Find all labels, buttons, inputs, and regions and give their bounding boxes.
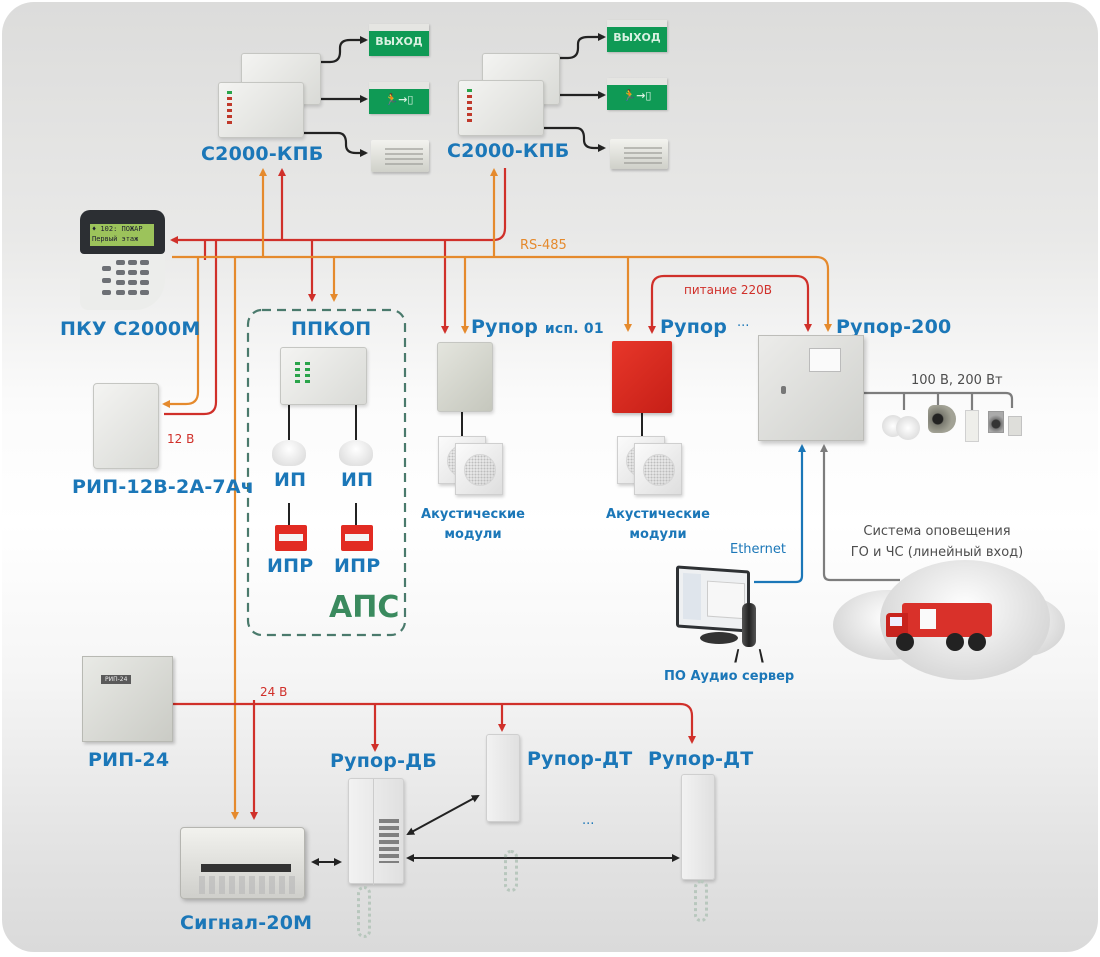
horn-speaker	[928, 405, 956, 433]
rupor-dt-2-cord	[694, 880, 708, 922]
power-220v-wire	[650, 274, 812, 332]
rupor-red-unit[interactable]	[612, 341, 672, 413]
ethernet-wire	[754, 444, 806, 584]
ppkop-label: ППКОП	[291, 318, 372, 340]
rupor-dt-1-handset[interactable]	[486, 734, 520, 822]
power-24v-label: 24 В	[260, 685, 288, 699]
audio-server-label: ПО Аудио сервер	[664, 669, 795, 684]
rupor-200-label: Рупор-200	[836, 316, 952, 338]
siren-2	[610, 139, 668, 169]
relay-wires	[303, 33, 606, 157]
rupor-ellipsis: ...	[737, 315, 750, 330]
smoke-detector-1	[272, 440, 306, 466]
siren-1	[371, 140, 429, 172]
smoke-detector-2	[339, 440, 373, 466]
acoustic-1-label: Акустические модули	[421, 507, 525, 542]
device-links	[288, 405, 643, 525]
audio-server-monitor[interactable]	[676, 565, 750, 633]
acoustic-module-1b	[455, 443, 503, 495]
kpb-2-module[interactable]	[458, 80, 544, 136]
running-man-icon: 🏃→▯	[384, 93, 414, 106]
rupor-label: Рупор	[660, 316, 728, 338]
aps-frame	[246, 308, 407, 637]
rupor-db-label: Рупор-ДБ	[330, 750, 437, 772]
microphone-icon	[742, 603, 756, 647]
signal20m-label: Сигнал-20М	[180, 912, 313, 934]
ipr-1-label: ИПР	[267, 555, 314, 577]
dt-ellipsis: ...	[582, 813, 595, 828]
rupor-01-unit[interactable]	[437, 342, 493, 412]
intercom-links	[311, 795, 680, 866]
running-man-icon: 🏃→▯	[622, 89, 652, 102]
running-man-sign-1: 🏃→▯	[369, 82, 429, 114]
rip24-psu[interactable]: РИП-24	[82, 656, 173, 742]
kpb-1-module[interactable]	[218, 82, 304, 138]
exit-sign-2: ВЫХОД	[607, 20, 667, 52]
ethernet-label: Ethernet	[730, 542, 786, 557]
rs485-label: RS-485	[520, 238, 567, 253]
rupor-dt-1-label: Рупор-ДТ	[527, 748, 633, 770]
acoustic-2-label: Акустические модули	[606, 507, 710, 542]
ppkop-panel[interactable]	[280, 347, 367, 405]
rupor-01-label: Рупор исп. 01	[471, 316, 604, 338]
rip24-panel-text: РИП-24	[101, 675, 132, 684]
power-24v-bus	[172, 702, 696, 752]
fire-truck-image	[882, 595, 1000, 655]
rupor-db-cord	[357, 886, 371, 938]
rupor-dt-1-cord	[504, 850, 518, 892]
rupor-db-station[interactable]	[348, 778, 404, 885]
go-chs-label: Система оповещения ГО и ЧС (линейный вхо…	[850, 524, 1024, 560]
kpb-2-label: С2000-КПБ	[447, 140, 570, 162]
ipr-2-label: ИПР	[334, 555, 381, 577]
signal20m-panel[interactable]	[180, 827, 305, 899]
manual-call-point-2	[341, 525, 373, 551]
column-speaker	[965, 410, 979, 442]
microphone-tripod	[734, 649, 764, 663]
acoustic-module-2b	[634, 443, 682, 495]
rip12-psu[interactable]	[93, 383, 159, 469]
speaker-line-label: 100 В, 200 Вт	[911, 373, 1003, 388]
running-man-sign-2: 🏃→▯	[607, 78, 667, 110]
ip-1-label: ИП	[274, 469, 307, 491]
ceiling-speakers	[882, 413, 920, 440]
rupor-200-cabinet[interactable]	[758, 335, 864, 441]
audio-server-stand	[700, 632, 738, 644]
rip12-label: РИП-12В-2А-7Ач	[72, 476, 255, 498]
exit-sign-1: ВЫХОД	[369, 24, 429, 56]
rs485-bus	[162, 168, 832, 820]
pku-lcd: ♦ 102: ПОЖАР Первый этаж	[90, 224, 154, 246]
manual-call-point-1	[275, 525, 307, 551]
rupor-dt-2-handset[interactable]	[681, 774, 715, 880]
pku-label: ПКУ С2000М	[60, 318, 201, 340]
ip-2-label: ИП	[341, 469, 374, 491]
power-12v-label: 12 В	[167, 432, 195, 446]
line-in-wire	[820, 444, 900, 582]
power-220v-label: питание 220В	[684, 283, 772, 297]
rupor-dt-2-label: Рупор-ДТ	[648, 748, 754, 770]
pku-console[interactable]: ♦ 102: ПОЖАР Первый этаж	[80, 210, 165, 310]
kpb-1-label: С2000-КПБ	[201, 143, 324, 165]
wall-speaker	[1008, 416, 1022, 436]
aps-label: АПС	[329, 590, 400, 625]
monitor-speaker	[988, 411, 1004, 433]
rip24-label: РИП-24	[88, 749, 170, 771]
